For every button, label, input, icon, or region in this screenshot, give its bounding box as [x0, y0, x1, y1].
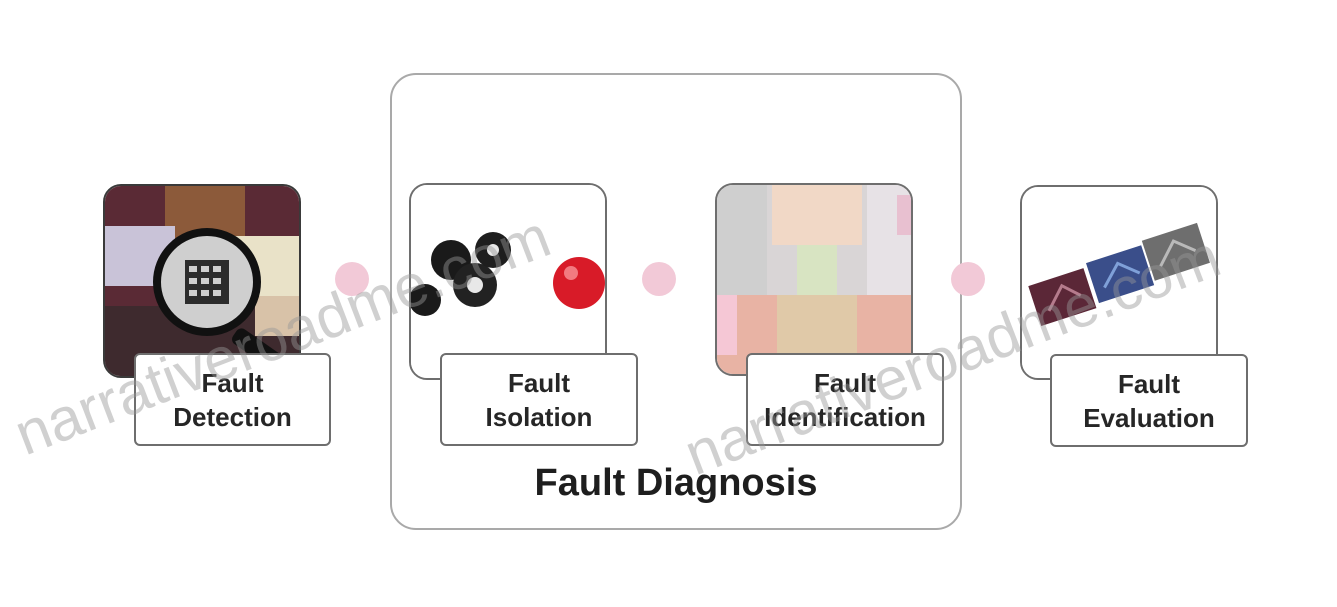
balls-icon	[411, 185, 607, 380]
detection-image	[103, 184, 301, 378]
connector-dot-3	[951, 262, 985, 296]
xray-panels-icon	[1022, 187, 1218, 380]
magnifier-chip-icon	[105, 186, 301, 378]
connector-dot-2	[642, 262, 676, 296]
evaluation-image	[1020, 185, 1218, 380]
identification-image	[715, 183, 913, 376]
fault-identification-label: Fault Identification	[746, 353, 944, 446]
isolation-image	[409, 183, 607, 380]
fault-detection-label: Fault Detection	[134, 353, 331, 446]
human-figure-icon	[717, 185, 913, 376]
fault-isolation-label: Fault Isolation	[440, 353, 638, 446]
fault-evaluation-label: Fault Evaluation	[1050, 354, 1248, 447]
group-title: Fault Diagnosis	[390, 462, 962, 505]
connector-dot-1	[335, 262, 369, 296]
